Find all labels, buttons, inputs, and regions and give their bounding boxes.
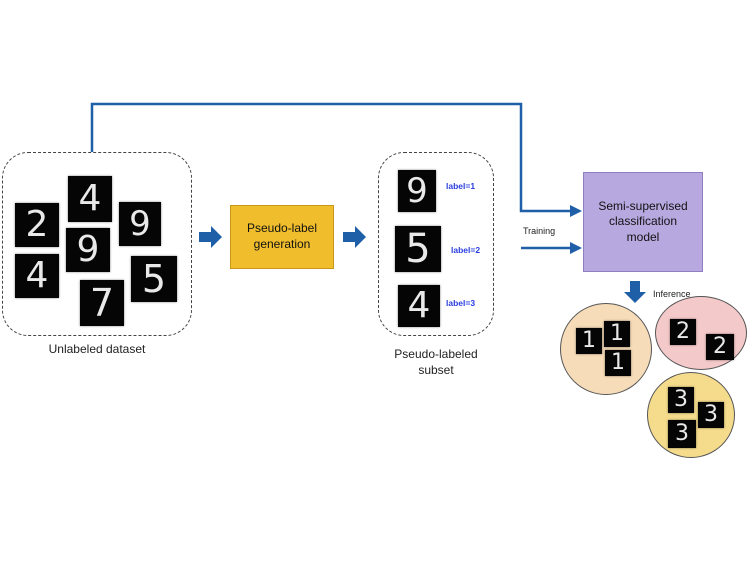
unlabeled-caption: Unlabeled dataset bbox=[48, 342, 146, 356]
semi-supervised-model-box: Semi-supervised classification model bbox=[583, 172, 703, 272]
bypass-arrowhead bbox=[570, 205, 582, 217]
digit-image: 4 bbox=[68, 176, 112, 222]
digit-image: 4 bbox=[15, 254, 59, 298]
digit-image: 3 bbox=[698, 402, 724, 428]
digit-image: 9 bbox=[119, 202, 161, 246]
pseudo-labeled-caption: Pseudo-labeled subset bbox=[394, 347, 478, 378]
digit-image: 9 bbox=[66, 228, 110, 272]
training-label: Training bbox=[523, 226, 556, 236]
block-arrow-2 bbox=[343, 226, 366, 248]
pseudo-label-tag: label=1 bbox=[446, 181, 476, 191]
digit-image: 5 bbox=[395, 226, 441, 272]
digit-image: 2 bbox=[15, 203, 59, 247]
pseudo-labeled-subset-box bbox=[378, 152, 494, 336]
digit-image: 9 bbox=[398, 170, 436, 212]
cluster-ones bbox=[560, 303, 652, 395]
digit-image: 1 bbox=[576, 328, 602, 354]
bypass-line bbox=[90, 102, 572, 213]
inference-label: Inference bbox=[653, 289, 691, 299]
block-arrow-1 bbox=[199, 226, 222, 248]
digit-image: 3 bbox=[668, 387, 694, 413]
pseudo-label-tag: label=2 bbox=[451, 245, 481, 255]
digit-image: 1 bbox=[604, 321, 630, 347]
training-arrowhead bbox=[570, 242, 582, 254]
digit-image: 2 bbox=[670, 319, 696, 345]
digit-image: 3 bbox=[668, 420, 696, 448]
inference-arrow bbox=[624, 281, 646, 303]
unlabeled-dataset-box bbox=[2, 152, 192, 336]
pseudo-label-tag: label=3 bbox=[446, 298, 476, 308]
digit-image: 7 bbox=[80, 280, 124, 326]
digit-image: 5 bbox=[131, 256, 177, 302]
pseudo-label-generation-box: Pseudo-label generation bbox=[230, 205, 334, 269]
digit-image: 4 bbox=[398, 285, 440, 327]
digit-image: 1 bbox=[605, 350, 631, 376]
digit-image: 2 bbox=[706, 334, 734, 360]
